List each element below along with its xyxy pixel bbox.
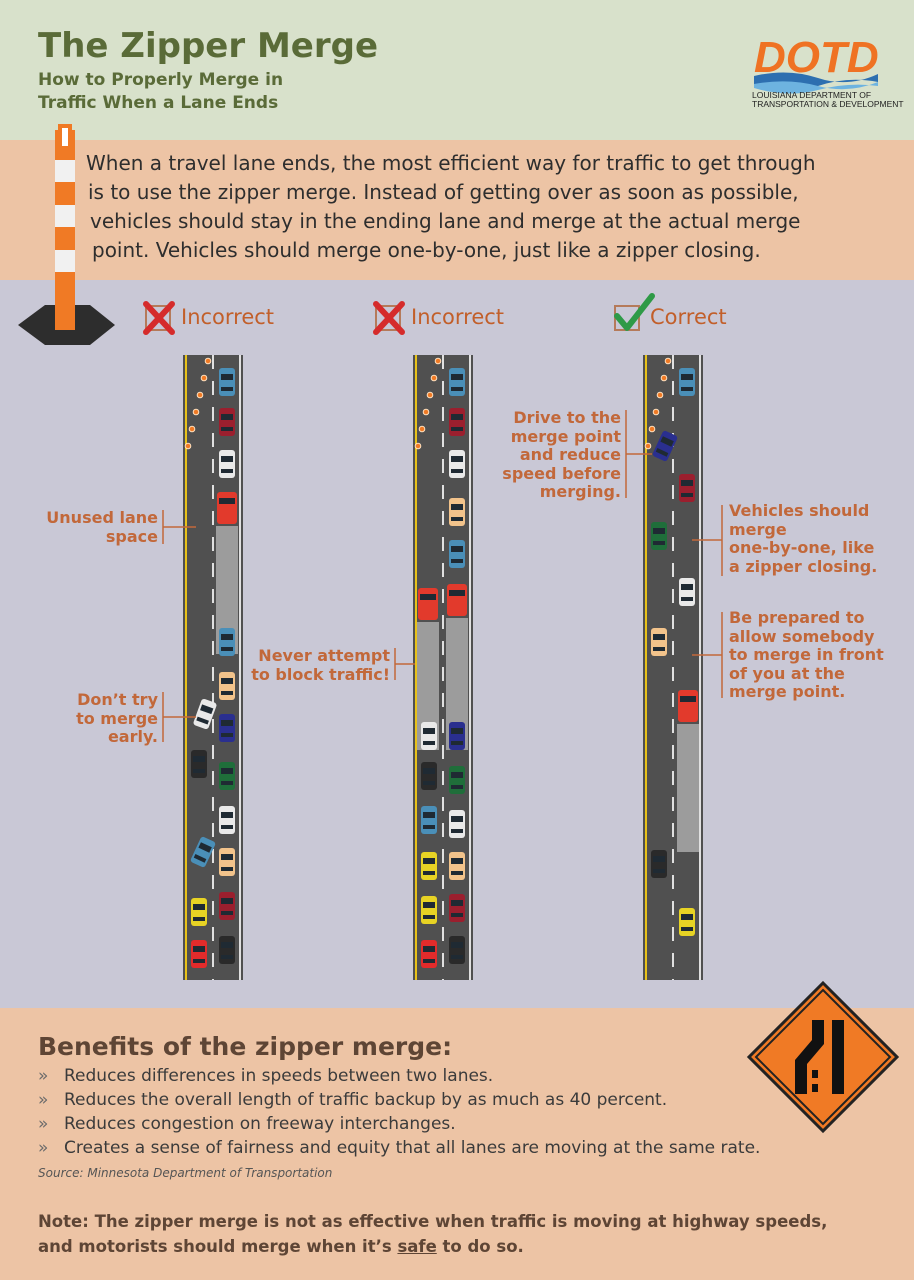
benefit-item-2: »Reduces the overall length of traffic b… bbox=[38, 1090, 668, 1110]
subtitle-line-2: Traffic When a Lane Ends bbox=[38, 93, 279, 113]
benefits-title: Benefits of the zipper merge: bbox=[38, 1032, 453, 1061]
note-line-1: Note: The zipper merge is not as effecti… bbox=[38, 1212, 828, 1231]
dotd-logo: DOTD LOUISIANA DEPARTMENT OF TRANSPORTAT… bbox=[748, 32, 904, 110]
safe-emphasis: safe bbox=[397, 1237, 437, 1256]
header-band bbox=[0, 0, 914, 140]
callout-be-prepared: Be prepared to allow somebody to merge i… bbox=[729, 608, 884, 701]
callout-never-block: Never attempt to block traffic! bbox=[251, 646, 390, 684]
intro-line-3: vehicles should stay in the ending lane … bbox=[90, 209, 801, 233]
verdict-label-2: Incorrect bbox=[411, 305, 505, 329]
benefit-item-3: »Reduces congestion on freeway interchan… bbox=[38, 1114, 456, 1134]
dotd-logo-graphic: DOTD bbox=[754, 33, 879, 94]
callout-unused-lane: Unused lane space bbox=[46, 508, 158, 546]
subtitle-line-1: How to Properly Merge in bbox=[38, 70, 284, 90]
intro-line-1: When a travel lane ends, the most effici… bbox=[86, 151, 816, 175]
benefit-item-4: »Creates a sense of fairness and equity … bbox=[38, 1138, 761, 1158]
benefit-item-1: »Reduces differences in speeds between t… bbox=[38, 1066, 494, 1086]
page-title: The Zipper Merge bbox=[38, 26, 378, 66]
intro-line-2: is to use the zipper merge. Instead of g… bbox=[88, 180, 799, 204]
logo-line-2: TRANSPORTATION & DEVELOPMENT bbox=[752, 99, 904, 109]
logo-line-1: LOUISIANA DEPARTMENT OF bbox=[752, 90, 872, 100]
callout-dont-merge-early: Don’t try to merge early. bbox=[76, 690, 158, 746]
intro-band bbox=[0, 140, 914, 280]
verdict-label-1: Incorrect bbox=[181, 305, 275, 329]
callout-one-by-one: Vehicles should merge one-by-one, like a… bbox=[729, 501, 878, 576]
callout-drive-to-merge-point: Drive to the merge point and reduce spee… bbox=[502, 408, 621, 501]
verdict-label-3: Correct bbox=[650, 305, 727, 329]
intro-line-4: point. Vehicles should merge one-by-one,… bbox=[92, 238, 761, 262]
note-line-2: and motorists should merge when it’s saf… bbox=[38, 1237, 524, 1256]
source-citation: Source: Minnesota Department of Transpor… bbox=[38, 1166, 333, 1180]
